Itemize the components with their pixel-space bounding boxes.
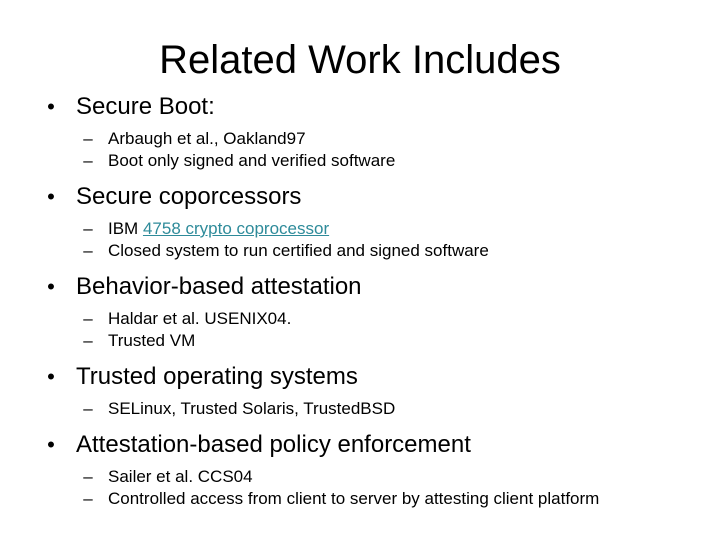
sub-list: – SELinux, Trusted Solaris, TrustedBSD: [76, 398, 696, 420]
dash-icon: –: [83, 399, 93, 418]
dash-icon: –: [83, 129, 93, 148]
sub-item: – Haldar et al. USENIX04.: [76, 308, 696, 330]
sub-item: – Closed system to run certified and sig…: [76, 240, 696, 262]
dash-icon: –: [83, 331, 93, 350]
bullet-behavior-attestation: • Behavior-based attestation: [36, 272, 696, 302]
sub-item-prefix: IBM: [108, 219, 143, 238]
bullet-text: Secure coporcessors: [76, 183, 302, 210]
dash-icon: –: [83, 489, 93, 508]
sub-item: – Boot only signed and verified software: [76, 150, 696, 172]
bullet-trusted-os: • Trusted operating systems: [36, 362, 696, 392]
sub-item-text: SELinux, Trusted Solaris, TrustedBSD: [108, 399, 396, 418]
dash-icon: –: [83, 219, 93, 238]
bullet-dot-icon: •: [47, 364, 55, 389]
bullet-text: Attestation-based policy enforcement: [76, 431, 471, 458]
sub-list: – IBM 4758 crypto coprocessor – Closed s…: [76, 218, 696, 262]
bullet-dot-icon: •: [47, 274, 55, 299]
sub-item-text: Controlled access from client to server …: [108, 489, 600, 508]
bullet-secure-coprocessors: • Secure coporcessors: [36, 182, 696, 212]
bullet-policy-enforcement: • Attestation-based policy enforcement: [36, 430, 696, 460]
sub-item-text: Haldar et al. USENIX04.: [108, 309, 292, 328]
dash-icon: –: [83, 467, 93, 486]
sub-item: – SELinux, Trusted Solaris, TrustedBSD: [76, 398, 696, 420]
dash-icon: –: [83, 241, 93, 260]
bullet-text: Behavior-based attestation: [76, 273, 362, 300]
sub-item: – Controlled access from client to serve…: [76, 488, 696, 510]
sub-item-text: Trusted VM: [108, 331, 196, 350]
bullet-dot-icon: •: [47, 432, 55, 457]
sub-item-text: Sailer et al. CCS04: [108, 467, 253, 486]
sub-list: – Sailer et al. CCS04 – Controlled acces…: [76, 466, 696, 510]
sub-item-text: Boot only signed and verified software: [108, 151, 396, 170]
bullet-dot-icon: •: [47, 94, 55, 119]
bullet-dot-icon: •: [47, 184, 55, 209]
slide-title: Related Work Includes: [159, 38, 561, 82]
bullet-text: Secure Boot:: [76, 93, 215, 120]
dash-icon: –: [83, 151, 93, 170]
sub-item: – Arbaugh et al., Oakland97: [76, 128, 696, 150]
sub-list: – Arbaugh et al., Oakland97 – Boot only …: [76, 128, 696, 172]
sub-item-text: Arbaugh et al., Oakland97: [108, 129, 306, 148]
sub-item: – Sailer et al. CCS04: [76, 466, 696, 488]
bullet-secure-boot: • Secure Boot:: [36, 92, 696, 122]
bullet-text: Trusted operating systems: [76, 363, 358, 390]
coprocessor-link[interactable]: 4758 crypto coprocessor: [142, 219, 330, 238]
dash-icon: –: [83, 309, 93, 328]
bullet-list: • Secure Boot: – Arbaugh et al., Oakland…: [36, 92, 696, 510]
sub-list: – Haldar et al. USENIX04. – Trusted VM: [76, 308, 696, 352]
sub-item: – Trusted VM: [76, 330, 696, 352]
sub-item: – IBM 4758 crypto coprocessor: [76, 218, 696, 240]
sub-item-text: Closed system to run certified and signe…: [108, 241, 489, 260]
